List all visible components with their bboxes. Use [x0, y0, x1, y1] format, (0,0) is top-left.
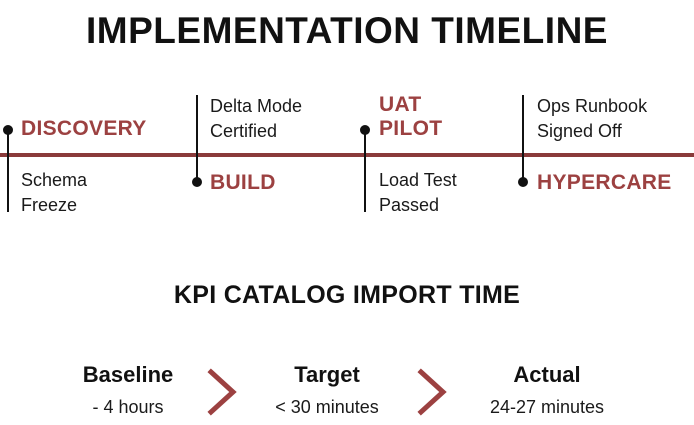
page-title: IMPLEMENTATION TIMELINE	[86, 10, 608, 51]
stem-uat-pilot	[364, 130, 366, 212]
timeline: DISCOVERY Schema Freeze BUILD Delta Mode…	[0, 93, 694, 215]
phase-discovery: DISCOVERY	[21, 117, 147, 140]
marker-hypercare	[518, 177, 528, 187]
timeline-axis	[0, 153, 694, 157]
phase-build: BUILD	[210, 171, 276, 194]
kpi-baseline-value: - 4 hours	[92, 397, 164, 417]
kpi-actual: Actual 24-27 minutes	[462, 360, 632, 424]
kpi-target: Target < 30 minutes	[252, 360, 402, 424]
kpi-target-value: < 30 minutes	[275, 397, 379, 417]
kpi-baseline: Baseline - 4 hours	[58, 360, 198, 424]
stem-build	[196, 95, 198, 182]
kpi-target-label: Target	[294, 362, 360, 387]
chevron-right-icon	[417, 368, 447, 416]
kpi-baseline-label: Baseline	[82, 362, 174, 387]
milestone-load-test-passed: Load Test Passed	[379, 170, 457, 215]
kpi-actual-value: 24-27 minutes	[489, 397, 605, 417]
phase-uat-pilot: UAT PILOT	[379, 93, 443, 140]
kpi-title: KPI CATALOG IMPORT TIME	[173, 281, 521, 309]
marker-build	[192, 177, 202, 187]
chevron-right-icon	[207, 368, 237, 416]
stem-discovery	[7, 130, 9, 212]
marker-discovery	[3, 125, 13, 135]
milestone-schema-freeze: Schema Freeze	[21, 170, 88, 215]
kpi-actual-label: Actual	[513, 362, 581, 387]
stem-hypercare	[522, 95, 524, 182]
milestone-delta-mode-certified: Delta Mode Certified	[210, 96, 303, 141]
phase-hypercare: HYPERCARE	[537, 171, 672, 194]
milestone-ops-runbook-signed-off: Ops Runbook Signed Off	[537, 96, 648, 141]
marker-uat-pilot	[360, 125, 370, 135]
